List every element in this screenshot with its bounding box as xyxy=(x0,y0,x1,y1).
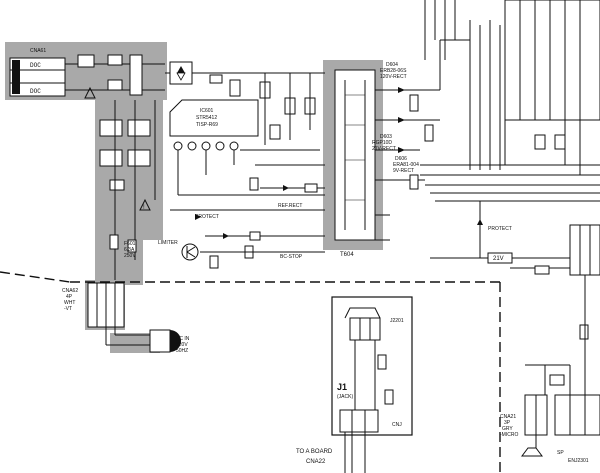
cna62-label: CNA62 xyxy=(62,288,78,294)
ac-in-shade xyxy=(110,333,160,353)
d606-id: D606 xyxy=(395,156,407,162)
cna21-pins: 3P xyxy=(504,420,511,426)
ac-plug: AC IN 220V 50HZ xyxy=(149,329,190,354)
ic601-code: TISP-R69 xyxy=(196,122,218,128)
d604-part: ERB28-06S xyxy=(380,68,407,74)
j2201-label: J2201 xyxy=(390,318,404,324)
ic601-id: IC601 xyxy=(200,108,214,114)
fuse-id: F601 xyxy=(124,241,136,247)
t604-label: T604 xyxy=(340,252,354,258)
d603-part: RGP10D xyxy=(372,140,392,146)
cna62-type: -VT xyxy=(64,306,72,312)
cna61-label: CNA61 xyxy=(30,48,46,54)
to-a-board-label: TO A BOARD xyxy=(296,449,333,455)
d604-func: 120V-RECT xyxy=(380,74,407,80)
primary-shade-lower xyxy=(95,230,143,285)
j1-jack-board: J1 (JACK) J2201 CNJ TO A BOARD CNA22 xyxy=(296,296,413,473)
ic601-part: STR5412 xyxy=(196,115,217,121)
sp-label: SP xyxy=(557,450,564,456)
j1-title: J1 xyxy=(337,382,347,392)
cna61-connector: DOC DOC CNA61 xyxy=(9,48,66,97)
fuse-rating: 6.3A xyxy=(124,247,135,253)
d603-id: D603 xyxy=(380,134,392,140)
rail-21v-label: 21V xyxy=(493,256,504,262)
bc-stop-label: BC-STOP xyxy=(280,254,303,260)
board-boundary xyxy=(0,271,501,473)
protect-label-secondary: PROTECT xyxy=(488,226,512,232)
fuse-voltage: 250V xyxy=(124,253,136,259)
d606-func: 9V-RECT xyxy=(393,168,414,174)
cna62-color: WHT xyxy=(64,300,75,306)
protect-label-primary: PROTECT xyxy=(195,214,219,220)
enj2301-label: ENJ2301 xyxy=(568,458,589,464)
primary-components: ! F601 6.3A 250V xyxy=(65,54,325,280)
d606-part: ERA81-004 xyxy=(393,162,419,168)
svg-text:!: ! xyxy=(143,205,145,211)
cna21-type: -MICRO xyxy=(500,432,518,438)
ac-in-label: AC IN xyxy=(176,336,190,342)
cna62-connector: CNA62 4P WHT -VT xyxy=(62,282,150,346)
regulator-components: LIMITER PROTECT BC-STOP REF.RECT xyxy=(158,73,325,269)
ac-in-voltage: 220V xyxy=(176,342,188,348)
cna62-pins: 4P xyxy=(66,294,73,300)
ac-in-freq: 50HZ xyxy=(176,348,188,354)
cna21-color: GRY xyxy=(502,426,513,432)
ref-rect-label: REF.RECT xyxy=(278,203,302,209)
cna21-label: CNA21 xyxy=(500,414,516,420)
ic601-regulator: IC601 STR5412 TISP-R69 xyxy=(169,99,320,195)
d603-func: 21V-RECT xyxy=(372,146,396,152)
limiter-label: LIMITER xyxy=(158,240,178,246)
cna22-label: CNA22 xyxy=(306,459,326,465)
cnj-label: CNJ xyxy=(392,422,402,428)
j1-subtitle: (JACK) xyxy=(337,394,353,400)
speaker-section: CNA21 3P GRY -MICRO SP ENJ2301 xyxy=(500,275,600,464)
svg-text:DOC: DOC xyxy=(30,88,41,95)
bus-lines xyxy=(420,0,600,202)
d604-id: D604 xyxy=(386,62,398,68)
secondary-rectifiers: D604 ERB28-06S 120V-RECT D603 RGP10D 21V… xyxy=(372,39,470,190)
rail-21v: 21V PROTECT xyxy=(430,201,600,276)
svg-text:DOC: DOC xyxy=(30,62,41,69)
t604-transformer: T604 xyxy=(334,69,440,258)
